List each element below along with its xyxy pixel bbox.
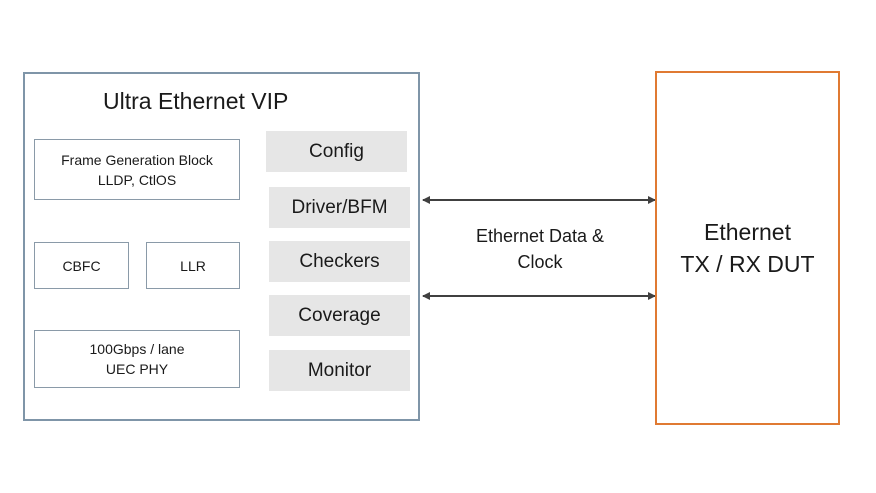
frame-generation-protocols: LLDP, CtlOS xyxy=(97,171,177,188)
monitor-block: Monitor xyxy=(269,350,410,391)
llr-label: LLR xyxy=(180,257,206,274)
link-label-line2: Clock xyxy=(517,252,563,272)
config-label: Config xyxy=(309,140,364,162)
phy-block: 100Gbps / lane UEC PHY xyxy=(34,330,240,388)
vip-title: Ultra Ethernet VIP xyxy=(103,88,289,114)
checkers-block: Checkers xyxy=(269,241,410,282)
phy-name-label: UEC PHY xyxy=(105,361,169,377)
dut-label-line2: TX / RX DUT xyxy=(680,251,815,277)
monitor-label: Monitor xyxy=(307,359,372,381)
frame-generation-block: Frame Generation Block LLDP, CtlOS xyxy=(34,139,240,200)
link-label-line1: Ethernet Data & xyxy=(475,226,605,246)
driver-bfm-label: Driver/BFM xyxy=(291,196,388,218)
checkers-label: Checkers xyxy=(299,250,380,272)
frame-generation-label: Frame Generation Block xyxy=(61,151,213,168)
cbfc-label: CBFC xyxy=(62,257,101,274)
dut-container: Ethernet TX / RX DUT xyxy=(655,71,840,425)
vip-container xyxy=(23,72,420,421)
config-block: Config xyxy=(266,131,407,172)
coverage-block: Coverage xyxy=(269,295,410,336)
llr-block: LLR xyxy=(146,242,240,289)
cbfc-block: CBFC xyxy=(34,242,129,289)
dut-label-line1: Ethernet xyxy=(704,219,791,245)
coverage-label: Coverage xyxy=(298,304,381,326)
link-label: Ethernet Data & Clock xyxy=(440,223,640,275)
phy-speed-label: 100Gbps / lane xyxy=(89,341,185,357)
driver-bfm-block: Driver/BFM xyxy=(269,187,410,228)
